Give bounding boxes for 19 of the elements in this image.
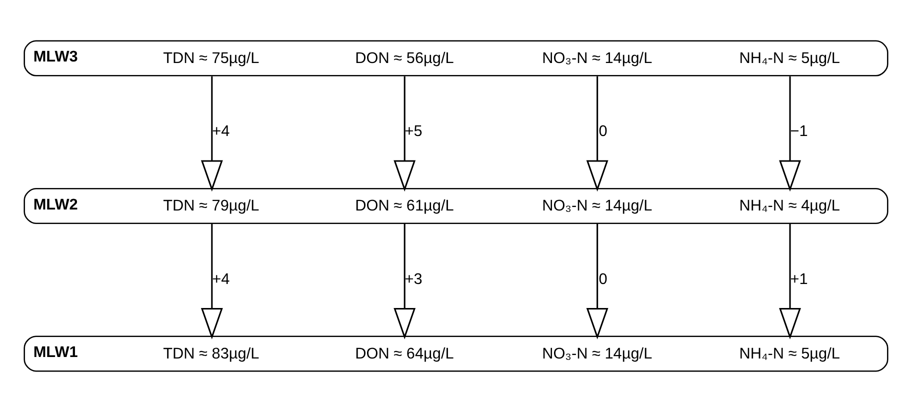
arrow: [394, 76, 416, 192]
edge-label: 0: [598, 270, 608, 288]
edge-label: +4: [212, 122, 230, 140]
arrow: [779, 76, 801, 192]
arrow: [779, 223, 801, 339]
node-box: MLW2 TDN ≈ 79µg/L DON ≈ 61µg/L NO₃-N ≈ 14µg/L NH₄-N ≈ 4µg/L: [24, 188, 888, 224]
edge-label: −1: [790, 122, 808, 140]
node-box: MLW3 TDN ≈ 75µg/L DON ≈ 56µg/L NO₃-N ≈ 14µg/L NH₄-N ≈ 5µg/L: [24, 40, 888, 76]
arrow: [586, 76, 608, 192]
edge-label: 0: [598, 122, 608, 140]
node-box: MLW1 TDN ≈ 83µg/L DON ≈ 64µg/L NO₃-N ≈ 14µg/L NH₄-N ≈ 5µg/L: [24, 335, 888, 372]
arrow: [200, 76, 223, 192]
arrow: [586, 223, 608, 339]
arrow: [200, 223, 223, 339]
edge-label: +1: [790, 270, 808, 288]
edge-label: +5: [404, 122, 422, 140]
edge-label: +3: [404, 270, 422, 288]
arrow: [394, 223, 416, 339]
edge-label: +4: [212, 270, 230, 288]
